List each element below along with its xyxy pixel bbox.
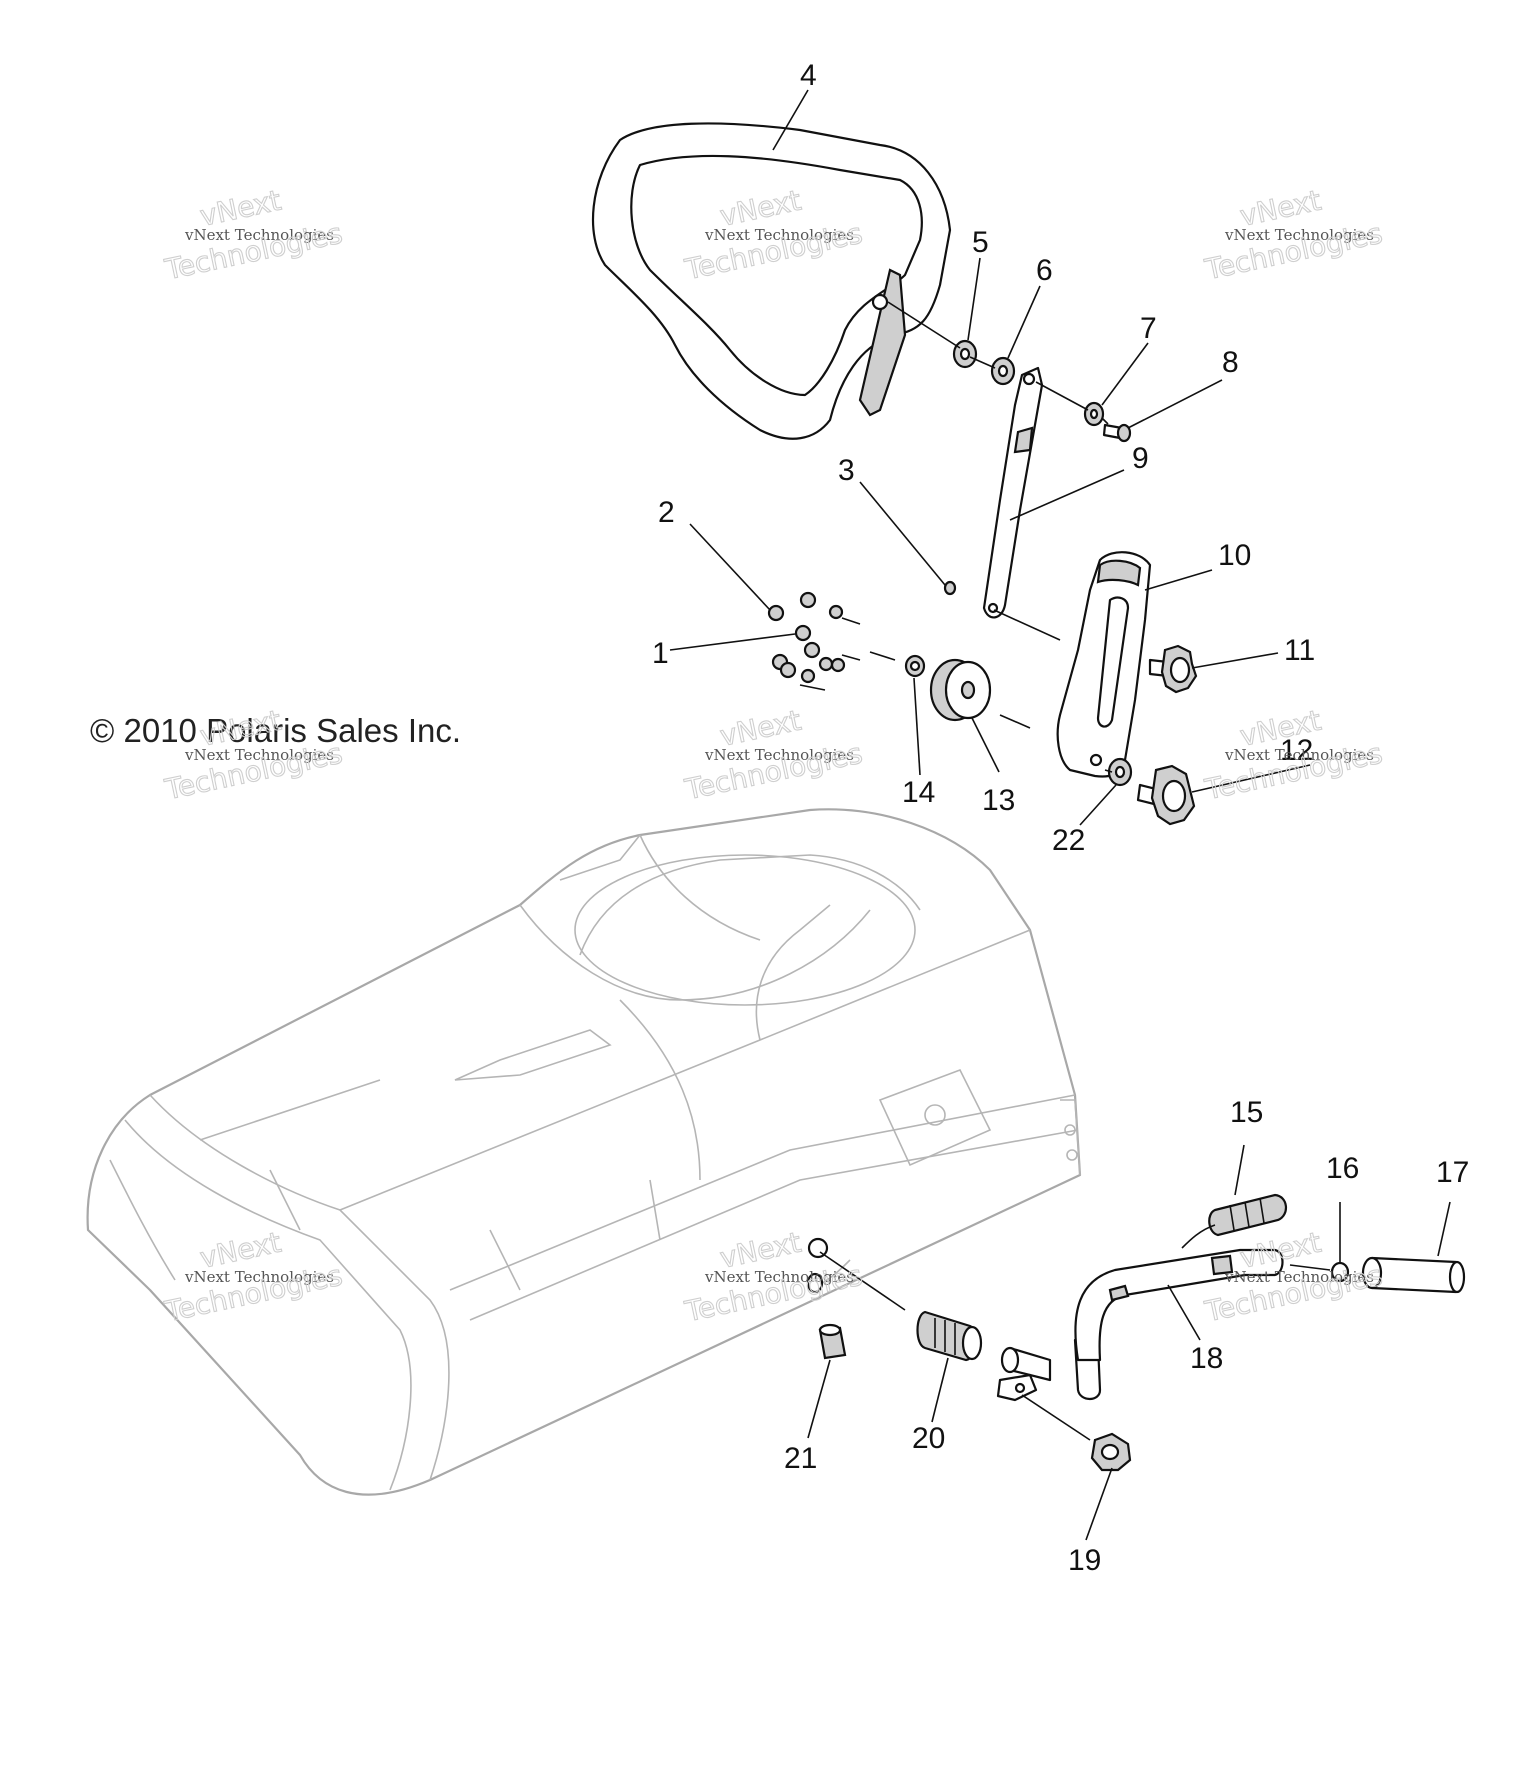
grab-handle-part-18 [1000, 1248, 1284, 1401]
watermark: vNext vNext Technologies Technologies [1201, 703, 1386, 807]
grip-part-20 [916, 1310, 983, 1362]
watermark: vNext vNext Technologies Technologies [161, 183, 346, 287]
callout-4: 4 [800, 59, 817, 92]
mounting-tab-part [996, 1373, 1038, 1402]
callout-10: 10 [1218, 539, 1251, 572]
washer-part-6 [990, 356, 1016, 386]
watermark-text: vNext Technologies [1224, 746, 1374, 764]
washer-part-22 [1107, 757, 1133, 787]
watermark-text: vNext Technologies [1224, 226, 1374, 244]
seat-drawing [86, 808, 1082, 1496]
watermark-text: vNext Technologies [184, 746, 334, 764]
callout-labels: 1 2 3 4 5 6 7 8 9 10 11 12 13 14 15 16 1… [652, 59, 1469, 1577]
watermark-text: vNext Technologies [704, 226, 854, 244]
assembly-axis-lines [799, 301, 1331, 1441]
callout-6: 6 [1036, 254, 1053, 287]
grip-part-17 [1361, 1256, 1466, 1294]
callout-3: 3 [838, 454, 855, 487]
leader-lines [669, 89, 1451, 1541]
callout-9: 9 [1132, 442, 1149, 475]
washer-part-5 [952, 339, 978, 369]
backrest-part [591, 122, 952, 440]
callout-20: 20 [912, 1422, 945, 1455]
callout-12: 12 [1280, 734, 1313, 767]
spacer-part-13 [929, 658, 992, 722]
washer-part-7 [1083, 401, 1105, 427]
callout-17: 17 [1436, 1156, 1469, 1189]
bushing-part-21 [818, 1323, 847, 1360]
bushing-small-part [806, 1237, 829, 1294]
callout-2: 2 [658, 496, 675, 529]
knob-part-11 [1148, 644, 1198, 694]
slide-bracket-part [1056, 551, 1152, 778]
callout-5: 5 [972, 226, 989, 259]
callout-11: 11 [1284, 634, 1315, 667]
callout-18: 18 [1190, 1342, 1223, 1375]
watermark-text: vNext Technologies [1224, 1268, 1374, 1286]
callout-1: 1 [652, 637, 669, 670]
watermark-text: vNext Technologies [184, 226, 334, 244]
callout-19: 19 [1068, 1544, 1101, 1577]
callout-7: 7 [1140, 312, 1157, 345]
callout-14: 14 [902, 776, 935, 809]
bolt-part-8 [1102, 423, 1132, 443]
callout-8: 8 [1222, 346, 1239, 379]
callout-13: 13 [982, 784, 1015, 817]
copyright-text: © 2010 Polaris Sales Inc. [90, 712, 461, 749]
watermark: vNext vNext Technologies Technologies [1201, 183, 1386, 287]
callout-15: 15 [1230, 1096, 1263, 1129]
bushing-part-3 [943, 580, 957, 596]
fastener-cluster-part-1-2 [767, 591, 846, 684]
watermark-text: vNext Technologies [704, 746, 854, 764]
callout-22: 22 [1052, 824, 1085, 857]
nut-part-14 [904, 654, 926, 678]
end-cap-part-16 [1330, 1261, 1350, 1283]
bracket-arm-part [982, 366, 1044, 619]
callout-16: 16 [1326, 1152, 1359, 1185]
callout-21: 21 [784, 1442, 817, 1475]
knob-part-12 [1136, 764, 1196, 826]
watermark-text: vNext Technologies [704, 1268, 854, 1286]
watermark-text: vNext Technologies [184, 1268, 334, 1286]
grip-spring-part-15 [1181, 1193, 1287, 1249]
watermark: vNext vNext Technologies Technologies [1201, 1225, 1386, 1329]
watermark: vNext vNext Technologies Technologies [161, 1225, 346, 1329]
knob-part-19 [1090, 1432, 1132, 1472]
watermark: vNext vNext Technologies Technologies [681, 703, 866, 807]
